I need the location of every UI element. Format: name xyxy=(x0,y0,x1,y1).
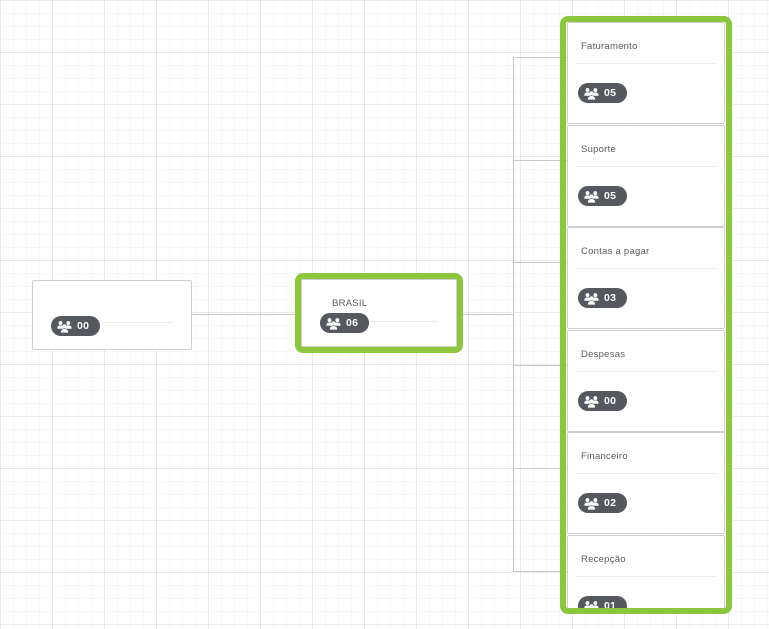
department-divider xyxy=(576,63,716,64)
department-title: Suporte xyxy=(581,144,617,155)
node-country-selection-outline[interactable]: BRASIL 06 xyxy=(295,273,463,353)
users-group-icon xyxy=(57,320,72,333)
users-group-icon xyxy=(584,600,599,608)
department-count-value: 03 xyxy=(604,291,617,304)
connector-branch-4 xyxy=(513,365,567,366)
node-root-divider xyxy=(57,322,173,323)
connector-country-to-trunk xyxy=(463,314,513,315)
department-divider xyxy=(576,268,716,269)
users-group-icon xyxy=(326,317,341,330)
department-member-count[interactable]: 02 xyxy=(578,493,628,513)
connector-trunk xyxy=(513,57,514,572)
node-root-count-value: 00 xyxy=(77,319,90,332)
connector-branch-3 xyxy=(513,262,567,263)
department-divider xyxy=(576,166,716,167)
department-group-selection-outline[interactable]: Faturamento 05 Suporte xyxy=(560,16,732,614)
department-card[interactable]: Faturamento 05 xyxy=(567,22,725,124)
connector-branch-1 xyxy=(513,57,567,58)
department-card[interactable]: Suporte 05 xyxy=(567,125,725,227)
connector-branch-5 xyxy=(513,468,567,469)
connector-branch-6 xyxy=(513,571,567,572)
node-country-member-count[interactable]: 06 xyxy=(320,313,370,333)
department-card[interactable]: Despesas 00 xyxy=(567,330,725,432)
users-group-icon xyxy=(584,190,599,203)
department-member-count[interactable]: 05 xyxy=(578,186,628,206)
users-group-icon xyxy=(584,497,599,510)
department-title: Recepção xyxy=(581,554,626,565)
users-group-icon xyxy=(584,395,599,408)
department-count-value: 02 xyxy=(604,496,617,509)
node-root-member-count[interactable]: 00 xyxy=(51,316,101,336)
department-member-count[interactable]: 00 xyxy=(578,391,628,411)
department-member-count[interactable]: 03 xyxy=(578,288,628,308)
node-root[interactable]: 00 xyxy=(32,280,192,350)
department-title: Contas a pagar xyxy=(581,246,650,257)
department-title: Faturamento xyxy=(581,41,638,52)
node-country-count-value: 06 xyxy=(346,316,359,329)
department-divider xyxy=(576,371,716,372)
node-country-divider xyxy=(326,321,438,322)
department-member-count[interactable]: 05 xyxy=(578,83,628,103)
connector-root-to-country xyxy=(192,314,295,315)
department-member-count[interactable]: 01 xyxy=(578,596,628,608)
department-count-value: 05 xyxy=(604,189,617,202)
department-count-value: 00 xyxy=(604,394,617,407)
node-country[interactable]: BRASIL 06 xyxy=(301,279,457,347)
users-group-icon xyxy=(584,292,599,305)
department-list: Faturamento 05 Suporte xyxy=(566,22,726,608)
department-title: Despesas xyxy=(581,349,626,360)
department-card[interactable]: Recepção 01 xyxy=(567,535,725,608)
department-title: Financeiro xyxy=(581,451,628,462)
department-count-value: 05 xyxy=(604,86,617,99)
department-card[interactable]: Contas a pagar 03 xyxy=(567,227,725,329)
department-count-value: 01 xyxy=(604,599,617,608)
department-divider xyxy=(576,473,716,474)
department-divider xyxy=(576,576,716,577)
department-card[interactable]: Financeiro 02 xyxy=(567,432,725,534)
node-country-title: BRASIL xyxy=(332,298,368,309)
connector-branch-2 xyxy=(513,160,567,161)
users-group-icon xyxy=(584,87,599,100)
